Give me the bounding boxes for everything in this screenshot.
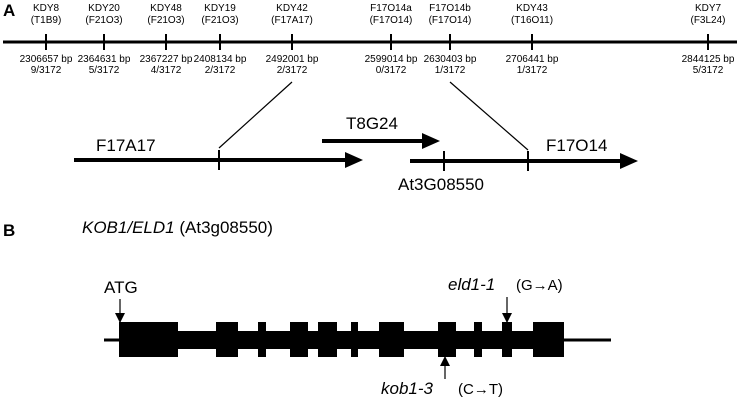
marker-name: KDY42 [276,3,308,14]
exon-1 [119,322,178,357]
marker-recombinants: 4/3172 [151,65,182,76]
gene-at3g08550-label: At3G08550 [398,175,484,194]
bac-t8g24-arrow [322,133,440,149]
arrow-head-icon [620,153,638,169]
marker-name: KDY19 [204,3,236,14]
marker-name: KDY43 [516,3,548,14]
marker-name: KDY20 [88,3,120,14]
marker-name: KDY7 [695,3,722,14]
exon-3 [258,322,266,357]
marker-position: 2630403 bp [424,54,477,65]
allele-eld1-1: eld1-1 [448,275,495,294]
allele-kob1-3: kob1-3 [381,379,434,398]
marker-recombinants: 2/3172 [277,65,308,76]
marker-kdy42: KDY42 (F17A17) 2492001 bp 2/3172 [266,3,319,76]
exon-8 [438,322,456,357]
bac-f17o14-label: F17O14 [546,136,607,155]
arrow-head-icon [422,133,440,149]
marker-recombinants: 9/3172 [31,65,62,76]
marker-kdy8: KDY8 (T1B9) 2306657 bp 9/3172 [20,3,73,76]
marker-recombinants: 1/3172 [435,65,466,76]
marker-name: KDY48 [150,3,182,14]
marker-kdy48: KDY48 (F21O3) 2367227 bp 4/3172 [140,3,193,76]
marker-recombinants: 0/3172 [376,65,407,76]
marker-bac: (T16O11) [511,15,553,26]
atg-label: ATG [104,278,138,297]
arrow-head-icon [345,152,363,168]
marker-bac: (T1B9) [31,15,62,26]
marker-bac: (F17O14) [429,15,472,26]
gene-body [178,331,564,349]
eld1-1-label: eld1-1 [448,275,495,294]
exon-4 [290,322,308,357]
exon-6 [351,322,358,357]
gene-name: KOB1/ELD1 [82,218,175,237]
marker-recombinants: 1/3172 [517,65,548,76]
marker-position: 2844125 bp [682,54,735,65]
marker-name: F17O14a [370,3,412,14]
marker-recombinants: 2/3172 [205,65,236,76]
marker-position: 2367227 bp [140,54,193,65]
marker-f17o14b: F17O14b (F17O14) 2630403 bp 1/3172 [424,3,477,76]
gene-title: KOB1/ELD1 (At3g08550) [82,218,273,237]
marker-name: KDY8 [33,3,60,14]
exon-2 [216,322,238,357]
marker-bac: (F17O14) [370,15,413,26]
marker-position: 2706441 bp [506,54,559,65]
marker-position: 2599014 bp [365,54,418,65]
exon-11 [533,322,564,357]
marker-bac: (F21O3) [85,15,122,26]
gene-model [104,322,611,357]
marker-position: 2364631 bp [78,54,131,65]
marker-position: 2408134 bp [194,54,247,65]
exon-10 [502,322,512,357]
zoom-line-left [218,81,293,149]
marker-name: F17O14b [429,3,471,14]
marker-kdy7: KDY7 (F3L24) 2844125 bp 5/3172 [682,3,735,76]
bac-f17o14-arrow [410,151,638,171]
marker-kdy19: KDY19 (F21O3) 2408134 bp 2/3172 [194,3,247,76]
gene-id: (At3g08550) [179,218,273,237]
bac-t8g24-label: T8G24 [346,114,398,133]
marker-recombinants: 5/3172 [89,65,120,76]
exon-7 [379,322,404,357]
marker-kdy43: KDY43 (T16O11) 2706441 bp 1/3172 [506,3,559,76]
panel-b-label: B [3,221,15,240]
exon-5 [318,322,337,357]
marker-position: 2306657 bp [20,54,73,65]
marker-bac: (F17A17) [271,15,313,26]
panel-a-label: A [3,1,15,20]
kob1-3-mutation: (C→T) [458,381,503,398]
eld1-1-mutation: (G→A) [516,277,563,294]
marker-bac: (F3L24) [690,15,725,26]
marker-bac: (F21O3) [147,15,184,26]
marker-bac: (F21O3) [201,15,238,26]
marker-recombinants: 5/3172 [693,65,724,76]
bac-f17a17-label: F17A17 [96,136,156,155]
bac-f17a17-arrow [74,150,363,170]
exon-9 [474,322,482,357]
zoom-line-right [449,81,529,151]
marker-kdy20: KDY20 (F21O3) 2364631 bp 5/3172 [78,3,131,76]
kob1-3-label: kob1-3 [381,379,434,398]
marker-position: 2492001 bp [266,54,319,65]
marker-f17o14a: F17O14a (F17O14) 2599014 bp 0/3172 [365,3,418,76]
